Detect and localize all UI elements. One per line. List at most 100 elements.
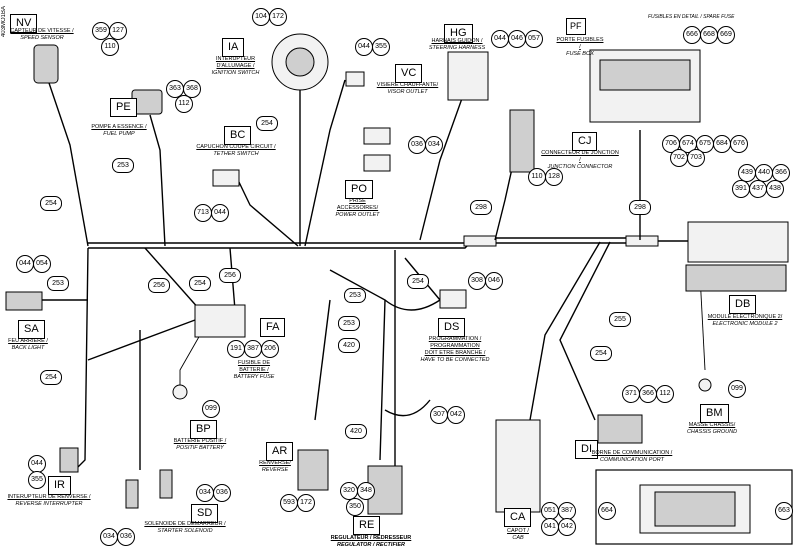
branch-hg [419,89,466,241]
wire-256-a: 256 [148,278,170,293]
ar-connector [297,449,329,491]
db-code: DB [729,295,757,314]
ds-connector [439,289,467,309]
branch-ca [529,241,601,421]
branch-pe [149,114,166,247]
wire-298-a: 298 [470,200,492,215]
wire-254-e: 254 [40,370,62,385]
bm-terminal [698,378,712,392]
box-part-663: 663 [775,502,793,520]
ia-code: IA [222,38,245,57]
fa-label: FUSIBLE DE BATTERIE /BATTERY FUSE [233,360,275,380]
hg-label: HARNAIS GUIDON /STEERING HARNESS [428,38,486,51]
fuse-note: FUSIBLES EN DETAIL / SPARE FUSE [648,14,735,20]
ir-code: IR [48,476,71,495]
bm-label: MASSE CHASSIS/CHASSIS GROUND [686,422,738,435]
bp-terminal [172,384,188,400]
wire-254-d: 254 [590,346,612,361]
pf-label: PORTE FUSIBLES /FUSE BOX [556,37,604,57]
ds-code: DS [438,318,466,337]
db-label: MODULE ELECTRONIQUE 2/ELECTRONIC MODULE … [707,314,783,327]
branch-nv [47,79,89,247]
branch-bp [179,334,201,385]
wire-256-b: 256 [219,268,241,283]
wire-253-a: 253 [112,158,134,173]
box-part-664: 664 [598,502,616,520]
cj-code: CJ [572,132,598,151]
wire-253-b: 253 [47,276,69,291]
branch-di [559,241,611,421]
po-connector-2 [363,154,391,172]
branch-vc [304,79,346,247]
nv-part-110: 110 [101,38,119,56]
bc-label: CAPUCHON COUPE CIRCUIT /TETHER SWITCH [196,144,276,157]
pe-code: PE [110,98,137,117]
branch-ar [314,299,331,421]
nv-label: CAPTEUR DE VITESSE /SPEED SENSOR [10,28,74,41]
sd-connector-1 [125,479,139,509]
ir-part-355: 355 [28,471,46,489]
sa-code: SA [18,320,45,339]
po-code: PO [345,180,373,199]
vc-code: VC [395,64,423,83]
ir-connector [59,447,79,473]
sa-connector [5,291,43,311]
wire-253-c: 253 [338,316,360,331]
wire-420-a: 420 [338,338,360,353]
wire-254-a: 254 [256,116,278,131]
di-label: BORNE DE COMMUNICATION /COMMUNICATION PO… [591,450,673,463]
bp-label: BATTERIE POSITIF /POSITIF BATTERY [173,438,227,451]
wire-246: 254 [189,276,211,291]
pe-label: POMPE A ESSENCE /FUEL PUMP [91,124,147,137]
db-module [687,221,789,263]
hg-connector [447,51,489,101]
po-connector-1 [363,127,391,145]
sd-label: SOLENOIDE DE DEMARREUR /STARTER SOLENOID [144,521,226,534]
ca-code: CA [504,508,532,527]
ca-label: CAPOT /CAB [507,528,529,541]
wire-298-b: 298 [629,200,651,215]
di-connector [597,414,643,444]
battery-fuse [194,304,246,338]
wire-253-d: 253 [344,288,366,303]
wire-254-b: 254 [40,196,62,211]
nv-sensor [33,44,59,84]
sd-connector-2 [159,469,173,499]
bm-code: BM [700,404,729,423]
re-code: RE [353,516,381,535]
bc-connector [212,169,240,187]
bp-part: 099 [202,400,220,418]
branch-ir [74,247,89,471]
di-code: DI [575,440,598,459]
connector-298-left [463,235,497,247]
pf-code: PF [566,18,586,35]
ir-label: INTERUPTEUR DE RENVERSE /REVERSE INTERRU… [7,494,91,507]
wire-255: 255 [609,312,631,327]
bm-part-099: 099 [728,380,746,398]
ia-label: INTERUPTEUR D'ALLUMAGE /IGNITION SWITCH [211,56,260,76]
ar-code: AR [266,442,294,461]
